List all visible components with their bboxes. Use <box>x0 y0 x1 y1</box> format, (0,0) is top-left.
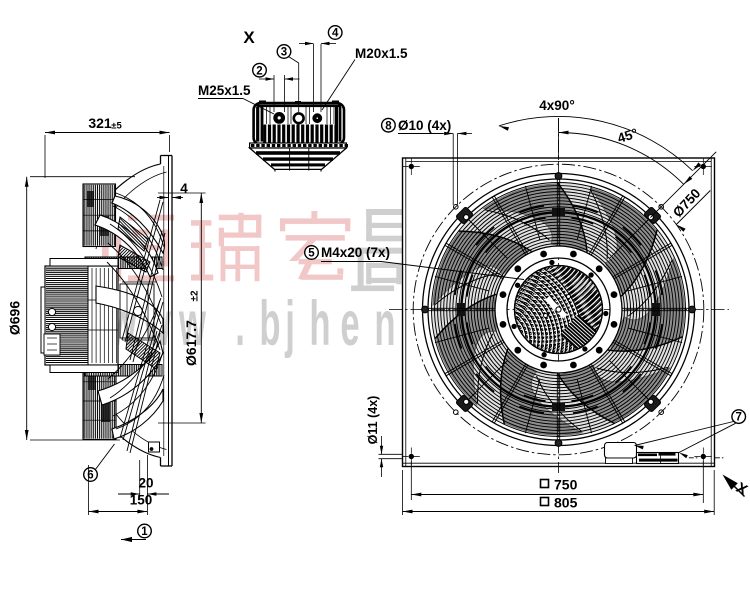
svg-text:.: . <box>235 288 245 359</box>
svg-text:5: 5 <box>308 248 315 260</box>
svg-text:2: 2 <box>256 65 262 77</box>
svg-text:M25x1.5: M25x1.5 <box>198 83 251 98</box>
svg-text:Ø10 (4x): Ø10 (4x) <box>398 118 451 133</box>
svg-text:Ø617.7: Ø617.7 <box>183 320 199 366</box>
svg-text:4: 4 <box>332 28 339 40</box>
svg-text:Ø696: Ø696 <box>7 301 23 335</box>
svg-text:h: h <box>309 288 330 359</box>
svg-text:X: X <box>243 28 255 47</box>
svg-text:Ø11 (4x): Ø11 (4x) <box>366 396 380 445</box>
svg-text:805: 805 <box>554 495 578 511</box>
svg-text:±2: ±2 <box>190 290 201 301</box>
svg-text:n: n <box>374 288 395 359</box>
svg-text:6: 6 <box>87 470 93 482</box>
svg-text:4x90°: 4x90° <box>539 98 574 113</box>
svg-text:1: 1 <box>141 526 148 538</box>
svg-text:150: 150 <box>130 493 153 508</box>
svg-text:±5: ±5 <box>111 121 122 132</box>
svg-text:j: j <box>285 288 295 359</box>
svg-text:4: 4 <box>180 181 188 196</box>
svg-text:45°: 45° <box>616 125 640 146</box>
svg-text:M20x1.5: M20x1.5 <box>355 46 408 61</box>
svg-text:7: 7 <box>735 412 741 424</box>
svg-text:750: 750 <box>554 477 578 493</box>
svg-text:3: 3 <box>281 47 287 59</box>
svg-text:20: 20 <box>138 476 153 491</box>
svg-text:b: b <box>259 288 280 359</box>
svg-text:M4x20 (7x): M4x20 (7x) <box>321 245 390 260</box>
svg-text:e: e <box>340 288 359 359</box>
svg-text:8: 8 <box>385 120 392 132</box>
svg-text:321: 321 <box>88 115 112 131</box>
